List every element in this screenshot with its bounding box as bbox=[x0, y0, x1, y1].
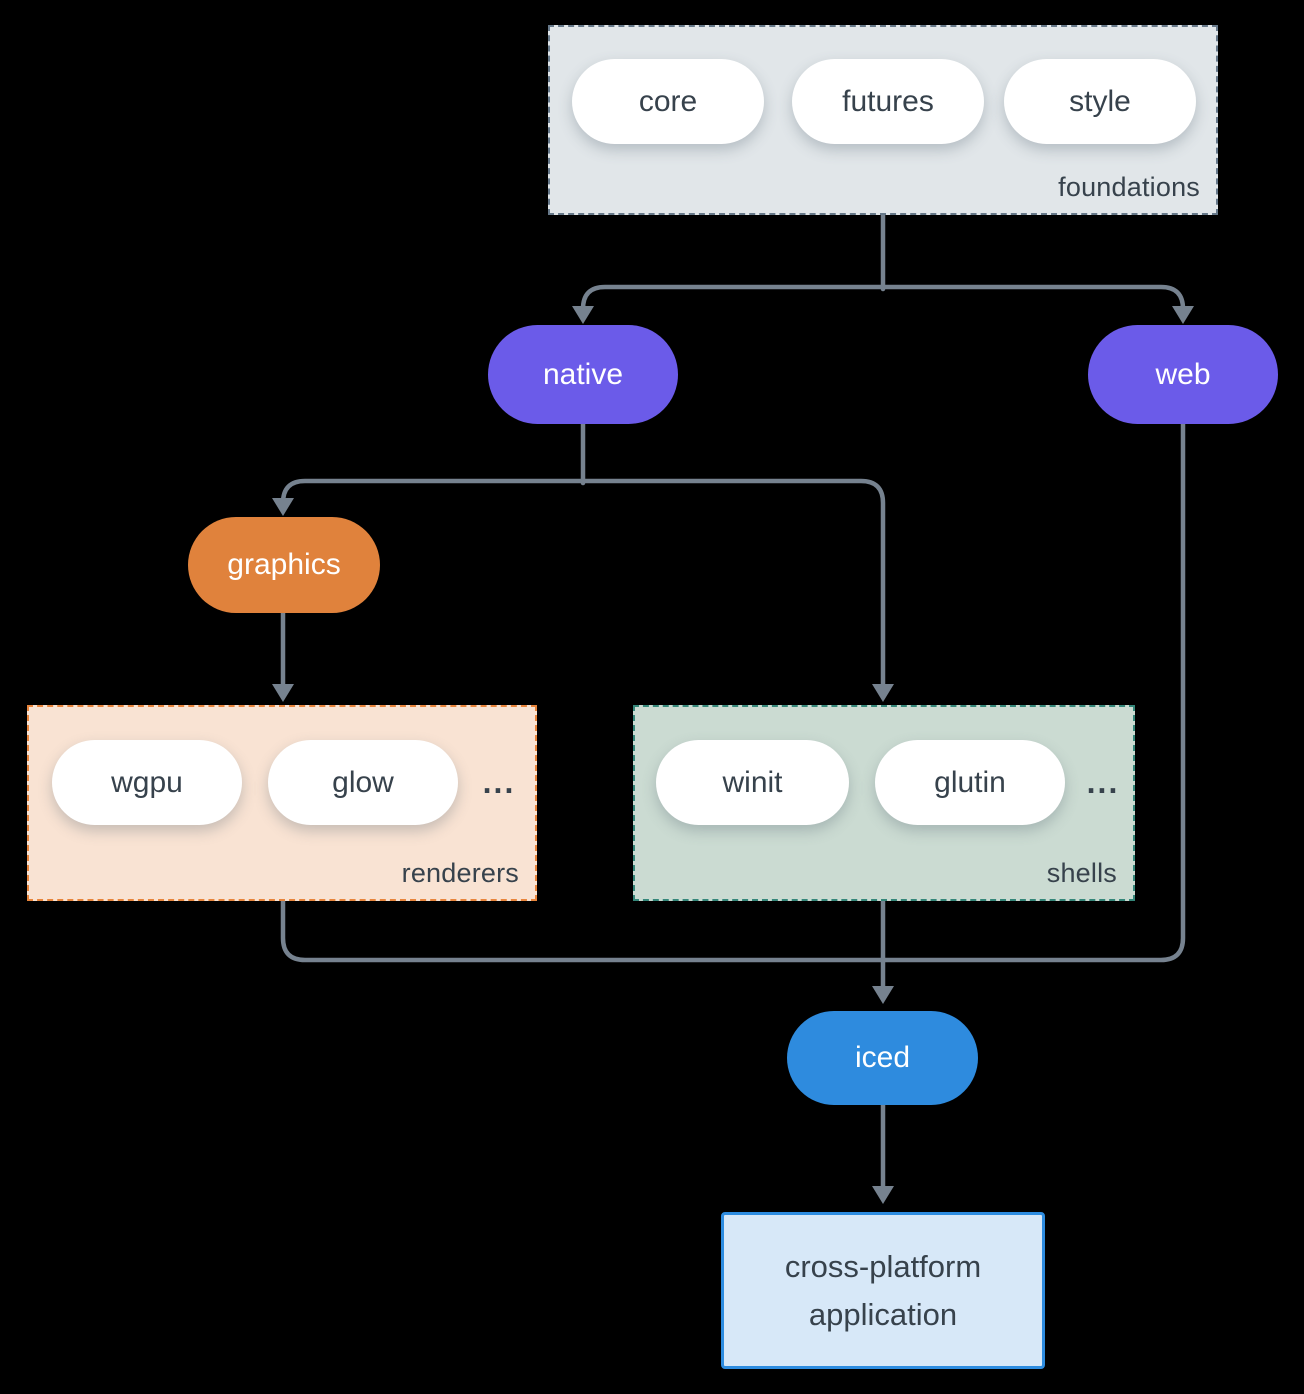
arrowhead-web bbox=[1172, 306, 1194, 324]
node-native: native bbox=[488, 325, 678, 424]
arrowhead-native bbox=[572, 306, 594, 324]
node-style: style bbox=[1004, 59, 1196, 144]
shells-group: winit glutin ... shells bbox=[633, 705, 1135, 901]
renderers-group-label: renderers bbox=[401, 858, 519, 888]
node-glow: glow bbox=[268, 740, 458, 825]
node-core: core bbox=[572, 59, 764, 144]
node-wgpu-label: wgpu bbox=[111, 765, 183, 799]
node-iced-label: iced bbox=[854, 1041, 911, 1074]
node-web: web bbox=[1088, 325, 1278, 424]
node-application: cross-platform application bbox=[721, 1212, 1045, 1369]
node-glow-label: glow bbox=[332, 765, 394, 799]
wire-foundations-to-web bbox=[880, 284, 1186, 313]
wire-renderers-to-iced bbox=[280, 898, 886, 963]
wire-web-to-iced bbox=[880, 421, 1186, 963]
wire-native-to-shells bbox=[580, 478, 886, 691]
shells-group-label: shells bbox=[1046, 858, 1117, 888]
node-graphics: graphics bbox=[188, 517, 380, 613]
arrowhead-renderers bbox=[272, 684, 294, 702]
arrowhead-iced bbox=[872, 986, 894, 1004]
node-iced: iced bbox=[787, 1011, 978, 1105]
node-glutin-label: glutin bbox=[934, 765, 1006, 799]
node-native-label: native bbox=[542, 357, 624, 391]
arrowhead-graphics bbox=[272, 498, 294, 516]
wire-foundations-to-native bbox=[580, 284, 886, 313]
node-core-label: core bbox=[638, 84, 698, 118]
arrowhead-application bbox=[872, 1186, 894, 1204]
wire-native-to-graphics bbox=[280, 478, 586, 507]
node-wgpu: wgpu bbox=[52, 740, 242, 825]
node-web-label: web bbox=[1155, 357, 1211, 391]
node-application-label: cross-platform application bbox=[784, 1248, 982, 1332]
foundations-group-label: foundations bbox=[1058, 172, 1200, 202]
node-winit-label: winit bbox=[722, 765, 783, 799]
arrowhead-shells bbox=[872, 684, 894, 702]
node-futures: futures bbox=[792, 59, 984, 144]
renderers-ellipsis: ... bbox=[482, 764, 516, 800]
renderers-group: wgpu glow ... renderers bbox=[27, 705, 537, 901]
node-graphics-label: graphics bbox=[227, 548, 341, 581]
shells-ellipsis: ... bbox=[1086, 764, 1120, 800]
node-winit: winit bbox=[656, 740, 849, 825]
foundations-group: core futures style foundations bbox=[548, 25, 1218, 215]
node-futures-label: futures bbox=[842, 84, 934, 118]
node-glutin: glutin bbox=[875, 740, 1065, 825]
node-style-label: style bbox=[1069, 84, 1131, 118]
